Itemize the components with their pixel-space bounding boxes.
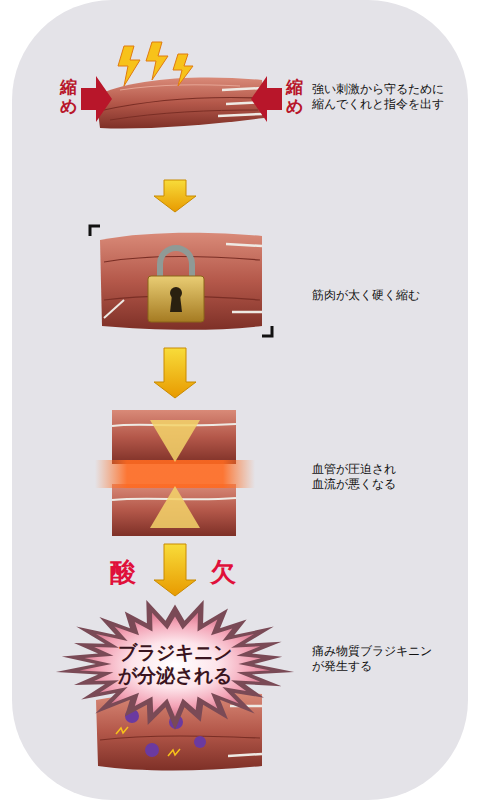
forearm-muscle <box>96 77 264 128</box>
blood-vessel <box>95 460 255 488</box>
step-caption: 痛み物質ブラジキニン が発生する <box>312 644 438 674</box>
stage-box: 強い刺激から守るために縮んでくれと指令を出す <box>50 38 470 178</box>
hypoxia-label: 酸 <box>110 555 136 590</box>
flow-arrow <box>154 544 196 596</box>
squeeze-arrow <box>251 76 282 122</box>
squeeze-label: 縮め <box>60 78 77 115</box>
step-caption: 血管が圧迫され 血流が悪くなる <box>312 462 408 492</box>
panel <box>12 0 468 800</box>
step-caption: 筋肉が太く硬く縮む <box>312 288 462 303</box>
compressed-muscle <box>95 410 255 536</box>
corner-bracket <box>90 226 100 236</box>
lock-icon <box>148 248 204 322</box>
stage-box: 筋肉が太く硬く縮む <box>50 214 470 346</box>
lightning-bolts <box>118 42 193 86</box>
hypoxia-label: 欠 <box>210 555 236 590</box>
squeeze-arrow <box>81 76 112 122</box>
starburst-box: ブラジキニン が分泌される 痛み物質ブラジキニン が発生する <box>50 598 470 778</box>
flow-arrow <box>154 180 196 212</box>
corner-bracket <box>262 326 272 336</box>
squeeze-label: 縮め <box>286 78 303 115</box>
contracted-muscle <box>100 233 262 330</box>
flow-arrow <box>154 348 196 398</box>
stage-box: 血管が圧迫され 血流が悪くなる <box>50 400 470 542</box>
burst-text: ブラジキニン が分泌される <box>110 641 240 687</box>
step-caption: 強い刺激から守るために縮んでくれと指令を出す <box>312 82 452 112</box>
